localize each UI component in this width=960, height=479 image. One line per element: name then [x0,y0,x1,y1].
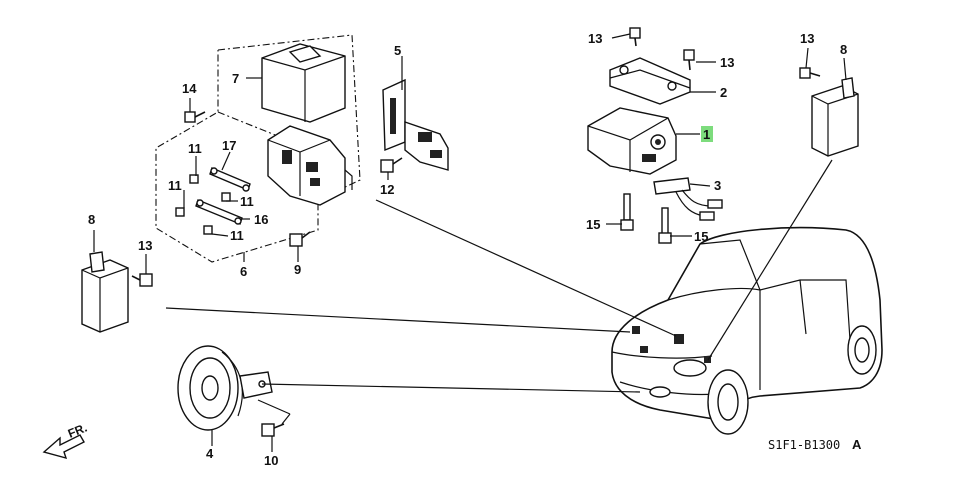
label-part-16: 16 [254,212,268,227]
label-part-15a: 15 [586,217,600,232]
label-part-10: 10 [264,453,278,468]
sensor-part-3 [653,177,723,221]
label-part-13a: 13 [588,31,602,46]
label-part-11b: 11 [168,178,182,193]
label-part-9: 9 [294,262,301,277]
label-part-1: 1 [703,127,710,142]
relay-part-8-right [811,77,859,157]
bracket-part-5 [382,78,449,171]
label-part-13c: 13 [800,31,814,46]
label-part-13b: 13 [720,55,734,70]
rod-part [195,167,251,225]
label-part-6: 6 [240,264,247,279]
label-part-5: 5 [394,43,401,58]
bolt-part-12 [380,157,403,173]
part-labels: 1 2 3 4 5 6 7 8 8 9 10 11 11 11 11 12 13… [88,31,847,468]
diagram-code-suffix: A [852,437,862,452]
label-part-12: 12 [380,182,394,197]
assembly-outline [155,34,361,263]
bolt-parts-13 [131,27,821,287]
bolt-part-10 [261,423,285,437]
direction-label: FR. [66,421,89,441]
bolt-part-9 [289,231,311,247]
label-part-13d: 13 [138,238,152,253]
label-ticks [93,33,847,452]
front-direction-arrow: FR. [42,421,89,460]
label-part-8-left: 8 [88,212,95,227]
horn-part-4 [177,345,273,431]
bolt-part-14 [184,111,206,123]
label-part-11c: 11 [240,194,254,209]
leader-lines [165,159,833,393]
label-part-11d: 11 [230,228,244,243]
label-part-4: 4 [206,446,214,461]
module-box-part [261,43,346,123]
label-part-14: 14 [182,81,197,96]
label-part-7: 7 [232,71,239,86]
bolt-parts-11 [175,174,231,235]
relay-part-8-left [81,251,129,333]
control-unit-part [267,125,353,206]
label-part-15b: 15 [694,229,708,244]
bolt-parts-15 [620,193,672,244]
main-unit-part-1 [587,107,677,175]
label-part-17: 17 [222,138,236,153]
bracket-part-2 [609,57,691,105]
label-part-3: 3 [714,178,721,193]
diagram-code: S1F1-B1300 [768,438,840,452]
label-part-8-right: 8 [840,42,847,57]
label-part-11a: 11 [188,141,202,156]
highlight-box [701,126,713,142]
car-outline [611,226,883,435]
label-part-2: 2 [720,85,727,100]
